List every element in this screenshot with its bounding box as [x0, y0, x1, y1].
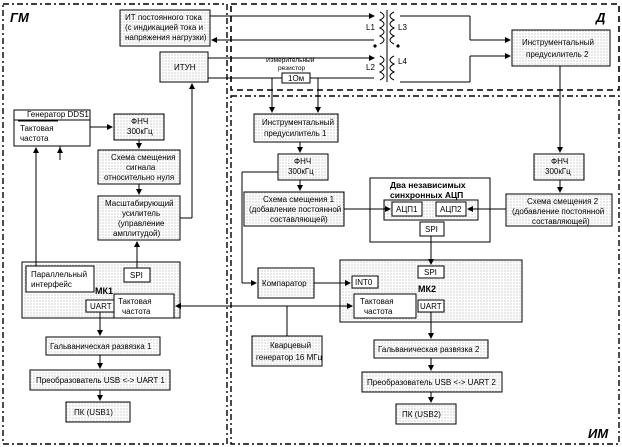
clock-mk1-1: Тактовая — [118, 297, 152, 306]
pc1-block — [65, 401, 131, 423]
fnch-left-1: ФНЧ — [131, 117, 148, 126]
parallel-iface-block — [25, 265, 95, 293]
shift2-1: Схема смещения 2 — [527, 197, 599, 206]
coil-l2: L2 — [366, 63, 375, 72]
instr-amp2-block — [511, 29, 611, 67]
coil-l3: L3 — [398, 23, 407, 32]
usb-uart1-label: Преобразователь USB <-> UART 1 — [36, 376, 165, 385]
coil-l1: L1 — [366, 23, 375, 32]
it-source-label-3: напряжения нагрузки) — [125, 33, 207, 42]
shift1-block — [243, 191, 345, 227]
shift1-3: составляющей) — [270, 215, 328, 224]
shift-left-block — [97, 149, 181, 185]
fnch-right-1: ФНЧ — [551, 157, 568, 166]
parallel-iface-2: интерфейс — [31, 280, 72, 289]
shift2-block — [505, 193, 613, 227]
coils — [373, 10, 400, 82]
instr-amp1-1: Инструментальный — [262, 118, 334, 127]
adc1-label: АЦП1 — [396, 205, 418, 214]
generator-clock-2: частота — [20, 134, 49, 143]
uart1-label: UART — [90, 302, 112, 311]
generator-label: Генератор DDS1 — [27, 110, 89, 119]
scaling-amp-3: (управление — [118, 219, 165, 228]
adc-group-1: Два независимых — [390, 180, 466, 190]
scaling-amp-2: усилитель — [122, 209, 160, 218]
usb-uart2-label: Преобразователь USB <-> UART 2 — [367, 378, 496, 387]
galv1-label: Гальваническая развязка 1 — [50, 342, 152, 351]
it-source-label-1: ИТ постоянного тока — [125, 13, 202, 22]
fnch-left-block — [113, 113, 165, 141]
parallel-iface-1: Параллельный — [31, 270, 87, 279]
adc-group-2: синхронных АЦП — [390, 190, 463, 200]
pc1-label: ПК (USB1) — [74, 408, 113, 417]
scaling-amp-4: амплитудой) — [113, 229, 160, 238]
generator-clock-1: Тактовая — [20, 124, 54, 133]
int0-label: INT0 — [355, 278, 373, 287]
region-label-im: ИМ — [588, 426, 609, 441]
scaling-amp-1: Масштабирующий — [105, 199, 174, 208]
resistor-value: 1Ом — [288, 74, 304, 83]
it-source-block — [119, 9, 211, 47]
fnch-right-block — [533, 153, 585, 181]
clock-mk2-2: частота — [364, 307, 393, 316]
usb-uart2-block — [361, 371, 503, 393]
clock-mk1-2: частота — [122, 307, 151, 316]
shift1-1: Схема смещения 1 — [263, 195, 335, 204]
resistor-label-1: Измерительный — [266, 56, 315, 64]
instr-amp1-block — [253, 113, 339, 143]
fnch-mid-1: ФНЧ — [294, 157, 311, 166]
fnch-left-2: 300кГц — [127, 127, 153, 136]
fnch-right-2: 300кГц — [545, 167, 571, 176]
quartz-2: генератор 16 МГц — [256, 353, 323, 362]
uart2-label: UART — [420, 302, 442, 311]
itun-block — [159, 51, 209, 83]
comparator-label: Компаратор — [262, 279, 307, 288]
fnch-mid-block — [277, 153, 329, 181]
galv2-label: Гальваническая развязка 2 — [378, 345, 480, 354]
spi-adc-label: SPI — [425, 225, 438, 234]
region-label-d: Д — [595, 10, 606, 25]
adc2-block — [435, 201, 467, 217]
shift1-2: (добавление постоянной — [249, 205, 341, 214]
resistor-label-2: резистор — [278, 65, 305, 72]
mk1-label: МК1 — [95, 286, 113, 296]
spi1-label: SPI — [130, 271, 143, 280]
pc2-label: ПК (USB2) — [402, 410, 441, 419]
clock-mk2-1: Тактовая — [360, 297, 394, 306]
spi-adc-block — [419, 221, 445, 237]
shift-left-2: сигнала — [126, 163, 156, 172]
mk2-label: МК2 — [418, 284, 436, 294]
galv1-block — [45, 336, 161, 356]
spi2-block — [417, 265, 445, 279]
fnch-mid-2: 300кГц — [288, 167, 314, 176]
instr-amp1-2: предусилитель 1 — [264, 129, 327, 138]
it-source-label-2: (с индикацией тока и — [125, 23, 203, 32]
generator-block — [13, 109, 91, 147]
coil-l4: L4 — [398, 57, 407, 66]
region-boundaries — [2, 3, 620, 445]
pc2-block — [395, 403, 457, 425]
instr-amp2-1: Инструментальный — [522, 38, 594, 47]
adc2-label: АЦП2 — [440, 205, 462, 214]
instr-amp2-2: предусилитель 2 — [526, 50, 589, 59]
adc1-block — [391, 201, 423, 217]
shift-left-3: относительно нуля — [104, 173, 174, 182]
clock-mk2-block — [353, 293, 417, 319]
region-label-gm: ГМ — [10, 10, 30, 25]
shift2-2: (добавление постоянной — [512, 207, 604, 216]
shift-left-1: Схема смещения — [111, 153, 175, 162]
spi2-label: SPI — [424, 268, 437, 277]
connections — [33, 13, 563, 403]
quartz-1: Кварцевый — [270, 341, 311, 350]
shift2-3: составляющей) — [532, 217, 590, 226]
int0-block — [351, 275, 379, 289]
itun-label: ИТУН — [174, 63, 196, 72]
clock-mk1-block — [113, 293, 175, 319]
